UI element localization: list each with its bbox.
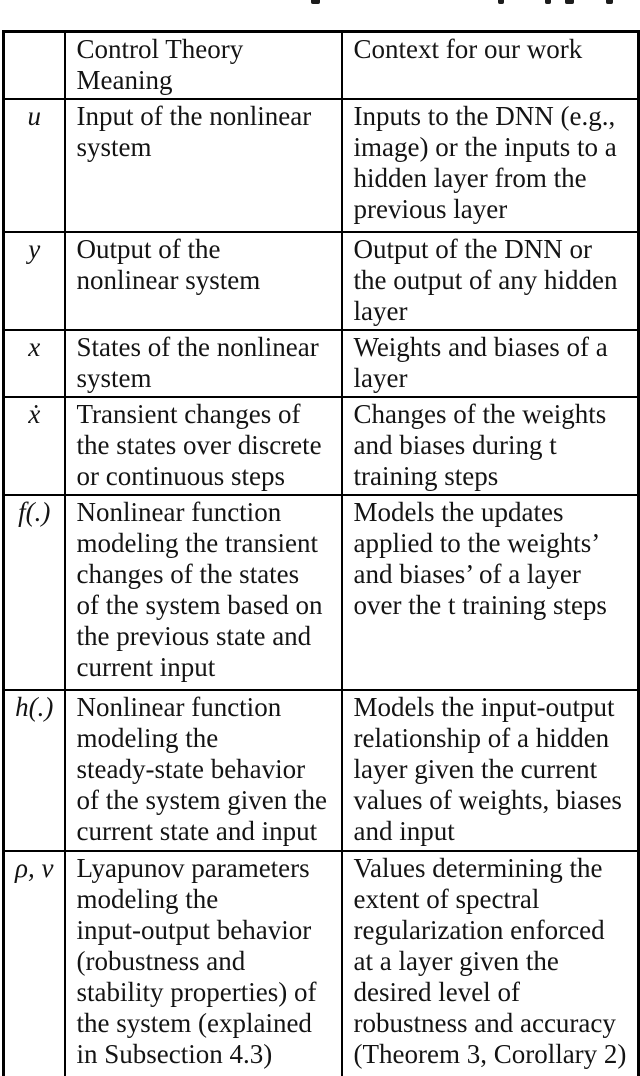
control-theory-cell: Lyapunov parameters modeling the input-o… xyxy=(63,850,343,1076)
symbol-cell-y: y xyxy=(2,231,66,331)
control-theory-cell: Output of the nonlinear system xyxy=(63,231,343,331)
control-theory-cell: Nonlinear function modeling the steady-s… xyxy=(63,689,343,852)
control-theory-cell: Transient changes of the states over dis… xyxy=(63,396,343,496)
symbol-cell-f: f(.) xyxy=(2,494,66,691)
symbol-cell-h: h(.) xyxy=(2,689,66,852)
table-row: y Output of the nonlinear system Output … xyxy=(2,231,640,331)
column-header-context: Context for our work xyxy=(340,30,640,100)
table-row: h(.) Nonlinear function modeling the ste… xyxy=(2,689,640,852)
cropped-caption-fragment xyxy=(606,0,613,4)
table-row: ρ, ν Lyapunov parameters modeling the in… xyxy=(2,850,640,1076)
context-cell: Output of the DNN or the output of any h… xyxy=(340,231,640,331)
cropped-caption-fragment xyxy=(498,0,504,4)
symbol-cell-rho-nu: ρ, ν xyxy=(2,850,66,1076)
symbol-cell-u: u xyxy=(2,98,66,233)
table-row: ẋ Transient changes of the states over d… xyxy=(2,396,640,496)
context-cell: Values determining the extent of spectra… xyxy=(340,850,640,1076)
cropped-caption-fragment xyxy=(565,0,574,4)
table-header-row: Control Theory Meaning Context for our w… xyxy=(2,30,640,100)
cropped-caption-fragment xyxy=(545,0,551,4)
table-row: u Input of the nonlinear system Inputs t… xyxy=(2,98,640,233)
context-cell: Models the updates applied to the weight… xyxy=(340,494,640,691)
symbol-cell-x: x xyxy=(2,329,66,398)
notation-table: Control Theory Meaning Context for our w… xyxy=(2,30,640,1076)
control-theory-cell: States of the nonlinear system xyxy=(63,329,343,398)
context-cell: Inputs to the DNN (e.g., image) or the i… xyxy=(340,98,640,233)
symbol-cell-xdot: ẋ xyxy=(2,396,66,496)
column-header-control-theory: Control Theory Meaning xyxy=(63,30,343,100)
context-cell: Models the input-output relationship of … xyxy=(340,689,640,852)
column-header-symbol xyxy=(2,30,66,100)
table-row: x States of the nonlinear system Weights… xyxy=(2,329,640,398)
control-theory-cell: Nonlinear function modeling the transien… xyxy=(63,494,343,691)
context-cell: Changes of the weights and biases during… xyxy=(340,396,640,496)
cropped-caption-fragment xyxy=(311,0,320,4)
table-row: f(.) Nonlinear function modeling the tra… xyxy=(2,494,640,691)
control-theory-cell: Input of the nonlinear system xyxy=(63,98,343,233)
context-cell: Weights and biases of a layer xyxy=(340,329,640,398)
